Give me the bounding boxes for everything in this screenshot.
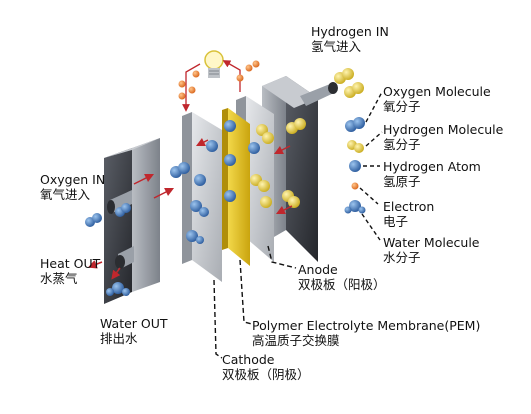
hydrogen-molecule-icon	[347, 140, 364, 153]
oxygen-molecule-icon	[345, 117, 365, 132]
cathode-end-plate	[104, 138, 160, 304]
water-molecules-outflow	[106, 282, 130, 296]
hydrogen-atom-icon	[349, 160, 361, 172]
oxygen-molecules-inflow	[85, 203, 131, 227]
cathode-reactants	[170, 162, 209, 244]
flow-arrows	[87, 137, 293, 280]
hydrogen-molecules-inflow	[250, 68, 364, 208]
legend-leaders	[359, 91, 383, 241]
water-molecule-icon	[344, 200, 366, 214]
hydrogen-ions	[194, 120, 260, 202]
electron-icon	[351, 182, 359, 190]
hydrogen-inlet-pipe	[300, 82, 338, 106]
light-bulb-icon	[204, 50, 224, 78]
water-outlet-pipe	[115, 246, 134, 270]
circuit-electrons	[178, 60, 260, 100]
oxygen-inlet-pipe	[107, 190, 132, 214]
label-pem: Polymer Electrolyte Membrane(PEM)高温质子交换膜	[252, 318, 481, 348]
external-circuit	[182, 60, 241, 112]
component-leaders	[213, 245, 297, 359]
cathode-plate	[182, 112, 222, 282]
pem-membrane	[222, 108, 250, 266]
